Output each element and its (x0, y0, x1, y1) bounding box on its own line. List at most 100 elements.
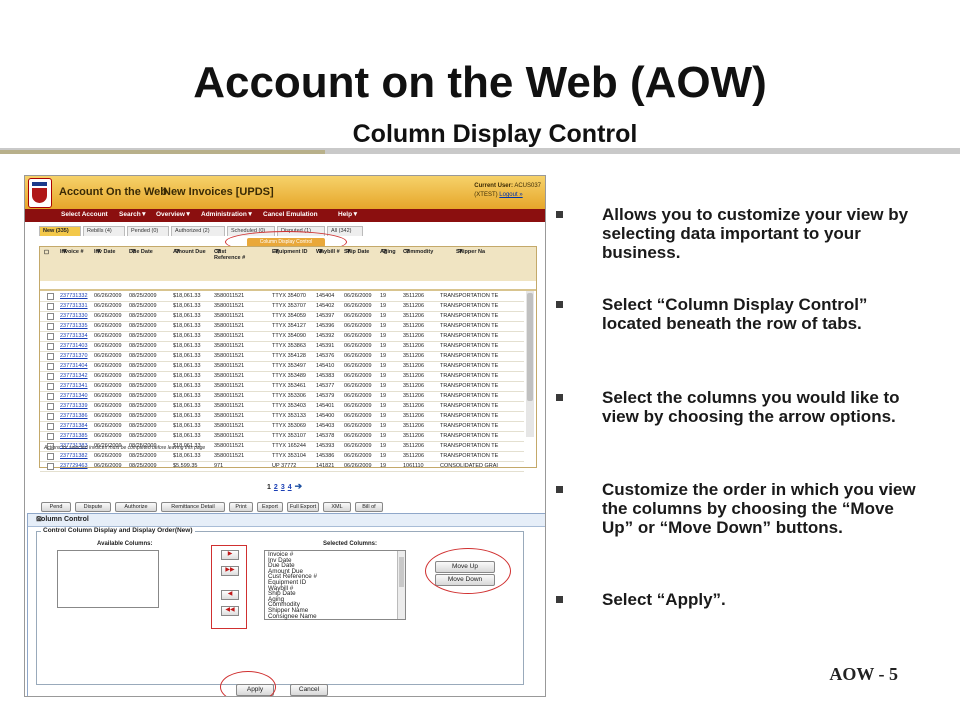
selected-column-item[interactable]: Aging (268, 595, 285, 603)
tab-item[interactable]: Rebills (4) (83, 226, 125, 236)
page-link[interactable]: 2 (273, 484, 278, 491)
filter-icon[interactable]: ⧩ (346, 249, 351, 255)
action-button[interactable]: Export (257, 502, 283, 512)
selected-column-item[interactable]: Commodity (268, 601, 300, 609)
invoice-link[interactable]: 237731386 (60, 413, 88, 419)
invoice-link[interactable]: 237731334 (60, 333, 88, 339)
invoice-link[interactable]: 237731403 (60, 343, 88, 349)
column-header[interactable]: Commodity (403, 249, 434, 255)
filter-icon[interactable]: ⧩ (96, 249, 101, 255)
close-icon[interactable]: ⊠ (36, 516, 42, 523)
invoice-link[interactable]: 237731385 (60, 433, 88, 439)
column-header[interactable]: Due Date (129, 249, 153, 255)
row-checkbox[interactable] (47, 393, 54, 400)
tab-item[interactable]: New (335) (39, 226, 81, 236)
selected-column-item[interactable]: Invoice # (268, 551, 294, 558)
action-button[interactable]: Full Export (287, 502, 319, 512)
available-columns-list[interactable] (57, 550, 159, 608)
select-all-checkbox[interactable]: ☐ (44, 250, 49, 256)
selected-column-item[interactable]: Amount Due (268, 567, 304, 575)
invoice-link[interactable]: 237731340 (60, 393, 88, 399)
row-checkbox[interactable] (47, 333, 54, 340)
selected-column-item[interactable]: Inv Date (268, 556, 292, 564)
row-checkbox[interactable] (47, 413, 54, 420)
invoice-link[interactable]: 237731330 (60, 313, 88, 319)
filter-icon[interactable]: ⧩ (382, 249, 387, 255)
selected-column-item[interactable]: Equipment ID (268, 579, 307, 586)
action-button[interactable]: Authorize (115, 502, 157, 512)
action-button[interactable]: XML (323, 502, 351, 512)
filter-icon[interactable]: ⧩ (62, 249, 67, 255)
selected-column-item[interactable]: Cust Reference # (268, 573, 318, 581)
menu-item[interactable]: Overview▼ (156, 211, 192, 218)
row-checkbox[interactable] (47, 353, 54, 360)
filter-icon[interactable]: ⧩ (131, 249, 136, 255)
invoice-link[interactable]: 237731382 (60, 453, 88, 459)
menu-item[interactable]: Search▼ (119, 211, 148, 218)
menu-item[interactable]: Cancel Emulation (263, 211, 318, 218)
cancel-button[interactable]: Cancel (290, 684, 328, 696)
invoice-link[interactable]: 237731342 (60, 373, 88, 379)
tab-item[interactable]: All (342) (327, 226, 363, 236)
invoice-link[interactable]: 237731370 (60, 353, 88, 359)
move-left-arrow-icon[interactable]: ◀ (221, 590, 239, 600)
invoice-link[interactable]: 237731339 (60, 403, 88, 409)
column-header[interactable]: Shipper Na (456, 249, 486, 255)
selected-column-item[interactable]: Due Date (268, 562, 295, 570)
page-link[interactable]: 1 (267, 484, 271, 491)
selected-column-item[interactable]: Shipper Name (268, 607, 309, 614)
column-header[interactable]: Aging (380, 249, 396, 255)
filter-icon[interactable]: ⧩ (175, 249, 180, 255)
menu-item[interactable]: Select Account (61, 211, 108, 218)
invoice-link[interactable]: 237731341 (60, 383, 88, 389)
selected-column-item[interactable]: Consignee Name (268, 612, 317, 620)
row-checkbox[interactable] (47, 313, 54, 320)
invoice-link[interactable]: 237731332 (60, 293, 88, 299)
table-scrollbar[interactable] (526, 291, 534, 437)
invoice-link[interactable]: 237729463 (60, 463, 88, 469)
action-button[interactable]: Print (229, 502, 253, 512)
invoice-link[interactable]: 237731383 (60, 443, 88, 449)
logout-link[interactable]: Logout » (499, 192, 523, 198)
move-right-arrow-icon[interactable]: ▶ (221, 550, 239, 560)
move-all-left-arrow-icon[interactable]: ◀◀ (221, 606, 239, 616)
filter-icon[interactable]: ⧩ (216, 249, 221, 255)
action-button[interactable]: Remittance Detail (161, 502, 225, 512)
filter-icon[interactable]: ⧩ (274, 249, 279, 255)
page-link[interactable]: 4 (287, 484, 292, 491)
row-checkbox[interactable] (47, 363, 54, 370)
row-checkbox[interactable] (47, 303, 54, 310)
row-checkbox[interactable] (47, 423, 54, 430)
action-button[interactable]: Bill of Lading (355, 502, 383, 519)
filter-icon[interactable]: ⧩ (405, 249, 410, 255)
row-checkbox[interactable] (47, 323, 54, 330)
column-header[interactable]: Ship Date (344, 249, 370, 255)
invoice-link[interactable]: 237731384 (60, 423, 88, 429)
filter-icon[interactable]: ⧩ (458, 249, 463, 255)
tab-item[interactable]: Authorized (2) (171, 226, 225, 236)
row-checkbox[interactable] (47, 373, 54, 380)
column-header[interactable]: Inv Date (94, 249, 116, 255)
invoice-link[interactable]: 237731335 (60, 323, 88, 329)
next-page-arrow-icon[interactable]: ➔ (294, 481, 303, 491)
row-checkbox[interactable] (47, 343, 54, 350)
row-checkbox[interactable] (47, 463, 54, 470)
selected-column-item[interactable]: Waybill # (268, 584, 294, 592)
row-checkbox[interactable] (47, 403, 54, 410)
